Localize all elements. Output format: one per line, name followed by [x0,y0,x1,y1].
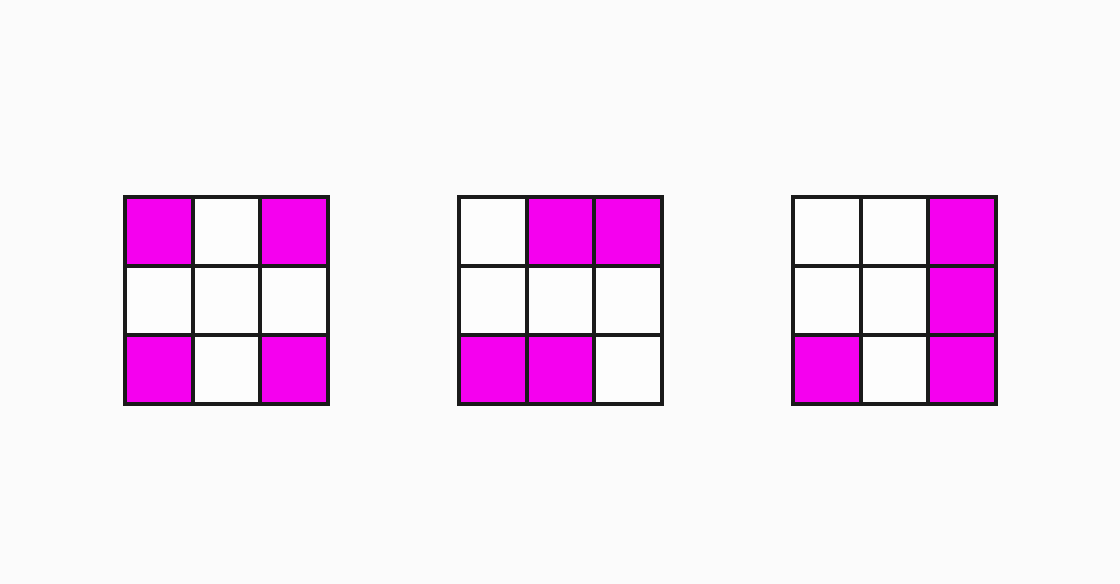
empty-cell [862,337,927,402]
filled-cell [596,199,660,264]
empty-cell [194,268,259,333]
empty-cell [262,268,326,333]
filled-cell [127,337,191,402]
empty-cell [461,199,525,264]
filled-cell [461,337,525,402]
empty-cell [194,199,259,264]
empty-cell [862,268,927,333]
empty-cell [795,199,859,264]
grid-1 [123,195,330,406]
empty-cell [795,268,859,333]
empty-cell [461,268,525,333]
filled-cell [930,268,994,333]
filled-cell [930,199,994,264]
empty-cell [862,199,927,264]
filled-cell [528,337,593,402]
empty-cell [194,337,259,402]
filled-cell [262,337,326,402]
empty-cell [127,268,191,333]
filled-cell [127,199,191,264]
grid-3 [791,195,998,406]
filled-cell [262,199,326,264]
empty-cell [528,268,593,333]
filled-cell [528,199,593,264]
empty-cell [596,268,660,333]
empty-cell [596,337,660,402]
filled-cell [795,337,859,402]
grid-2 [457,195,664,406]
filled-cell [930,337,994,402]
